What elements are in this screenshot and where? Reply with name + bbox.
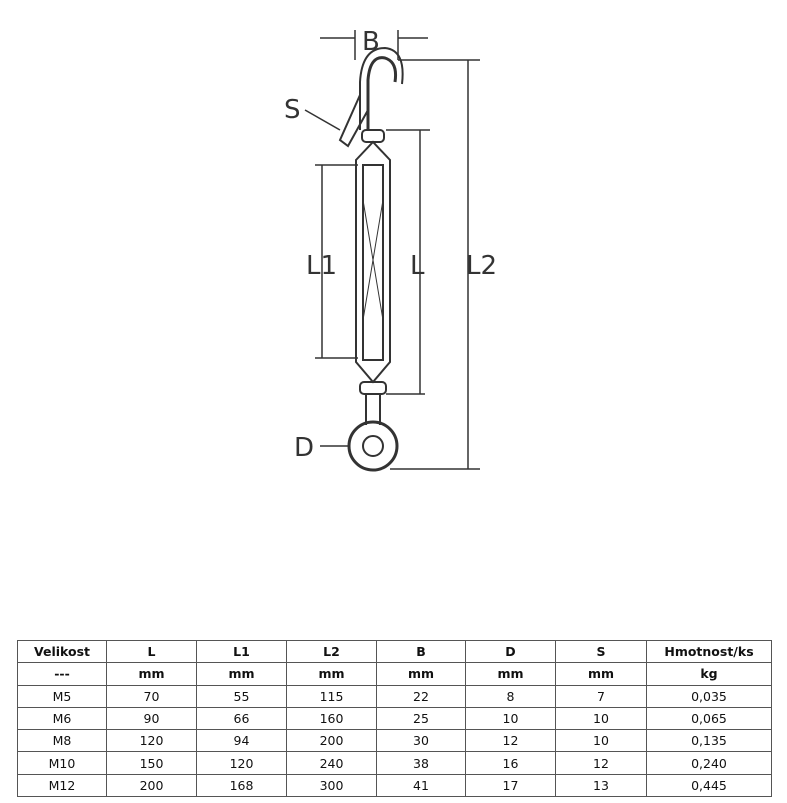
label-b: B: [362, 27, 380, 57]
table-cell: 120: [196, 751, 287, 775]
table-cell: Hmotnost/ks: [646, 639, 772, 664]
table-cell: L2: [286, 639, 377, 664]
table-cell: 150: [106, 751, 197, 775]
table-cell: D: [465, 639, 556, 664]
table-cell: 10: [555, 706, 647, 731]
table-cell: 8: [465, 684, 556, 708]
table-cell: 30: [376, 729, 466, 753]
table-cell: mm: [106, 662, 197, 686]
table-cell: 0,035: [646, 684, 772, 708]
table-cell: 38: [376, 751, 466, 775]
table-cell: S: [555, 639, 647, 664]
table-cell: L1: [196, 639, 287, 664]
table-cell: M5: [17, 684, 107, 708]
table-cell: 90: [106, 706, 197, 731]
table-cell: 17: [465, 773, 556, 798]
table-cell: 10: [465, 706, 556, 731]
table-cell: 0,135: [646, 729, 772, 753]
table-cell: mm: [196, 662, 287, 686]
label-l: L: [410, 251, 425, 281]
table-cell: mm: [376, 662, 466, 686]
table-cell: 12: [465, 729, 556, 753]
label-l1: L1: [306, 251, 337, 281]
label-s: S: [284, 95, 301, 125]
table-cell: 16: [465, 751, 556, 775]
table-cell: 160: [286, 706, 377, 731]
table-cell: 0,065: [646, 706, 772, 731]
table-cell: 25: [376, 706, 466, 731]
table-cell: M12: [17, 773, 107, 798]
table-cell: mm: [555, 662, 647, 686]
table-cell: 168: [196, 773, 287, 798]
table-cell: 200: [286, 729, 377, 753]
table-cell: 70: [106, 684, 197, 708]
table-cell: Velikost: [17, 639, 107, 664]
table-cell: 7: [555, 684, 647, 708]
table-cell: 200: [106, 773, 197, 798]
table-cell: 13: [555, 773, 647, 798]
table-cell: B: [376, 639, 466, 664]
table-cell: M8: [17, 729, 107, 753]
table-cell: 55: [196, 684, 287, 708]
table-cell: 0,240: [646, 751, 772, 775]
table-cell: 66: [196, 706, 287, 731]
table-cell: 120: [106, 729, 197, 753]
table-cell: 0,445: [646, 773, 772, 798]
table-cell: mm: [286, 662, 377, 686]
table-cell: 240: [286, 751, 377, 775]
table-cell: 12: [555, 751, 647, 775]
table-cell: M6: [17, 706, 107, 731]
table-cell: kg: [646, 662, 772, 686]
table-cell: 22: [376, 684, 466, 708]
table-cell: 41: [376, 773, 466, 798]
table-cell: M10: [17, 751, 107, 775]
label-d: D: [294, 433, 314, 463]
table-cell: ---: [17, 662, 107, 686]
table-cell: 10: [555, 729, 647, 753]
table-cell: mm: [465, 662, 556, 686]
turnbuckle-diagram: B S L1 L L2 D: [284, 27, 497, 472]
table-cell: 94: [196, 729, 287, 753]
table-cell: 300: [286, 773, 377, 798]
label-l2: L2: [466, 251, 497, 281]
table-cell: L: [106, 639, 197, 664]
table-cell: 115: [286, 684, 377, 708]
